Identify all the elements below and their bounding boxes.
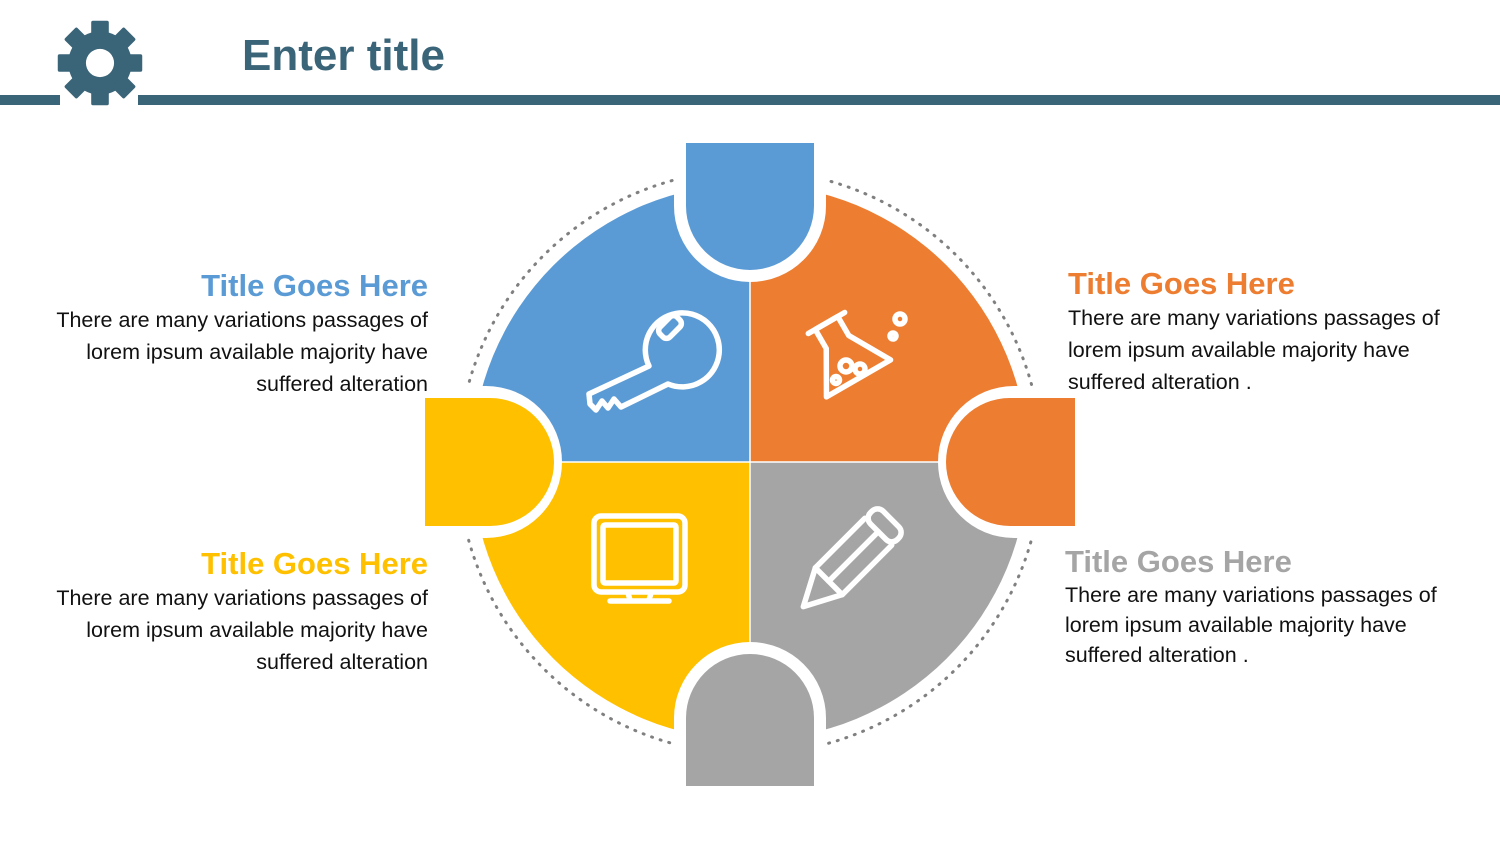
block-title: Title Goes Here xyxy=(201,546,428,581)
block-text: There are many variations passages of lo… xyxy=(1065,582,1437,667)
flask-icon xyxy=(805,309,908,400)
tab-bottom[interactable] xyxy=(686,654,814,786)
page-title: Enter title xyxy=(242,31,445,80)
segment-top-left[interactable] xyxy=(472,184,1028,740)
text-block-top-right: Title Goes Here There are many variation… xyxy=(1068,266,1468,398)
text-block-top-left: Title Goes Here There are many variation… xyxy=(8,268,428,400)
header-rule-right xyxy=(138,95,1500,105)
monitor-icon xyxy=(591,513,688,604)
key-icon xyxy=(586,310,722,413)
tab-right[interactable] xyxy=(946,398,1075,526)
segment-top-right[interactable] xyxy=(472,184,1028,740)
tab-top[interactable] xyxy=(686,143,814,270)
block-text: There are many variations passages of lo… xyxy=(56,307,428,396)
block-text: There are many variations passages of lo… xyxy=(56,585,428,674)
pencil-icon xyxy=(800,506,904,610)
gear-icon xyxy=(57,20,143,106)
block-title: Title Goes Here xyxy=(1065,544,1292,579)
block-title: Title Goes Here xyxy=(201,268,428,303)
segment-bottom-right[interactable] xyxy=(472,184,1028,740)
header-rule-left xyxy=(0,95,60,105)
block-title: Title Goes Here xyxy=(1068,266,1295,301)
text-block-bottom-right: Title Goes Here There are many variation… xyxy=(1065,544,1465,670)
tab-left[interactable] xyxy=(425,398,554,526)
block-text: There are many variations passages of lo… xyxy=(1068,305,1440,394)
text-block-bottom-left: Title Goes Here There are many variation… xyxy=(8,546,428,678)
